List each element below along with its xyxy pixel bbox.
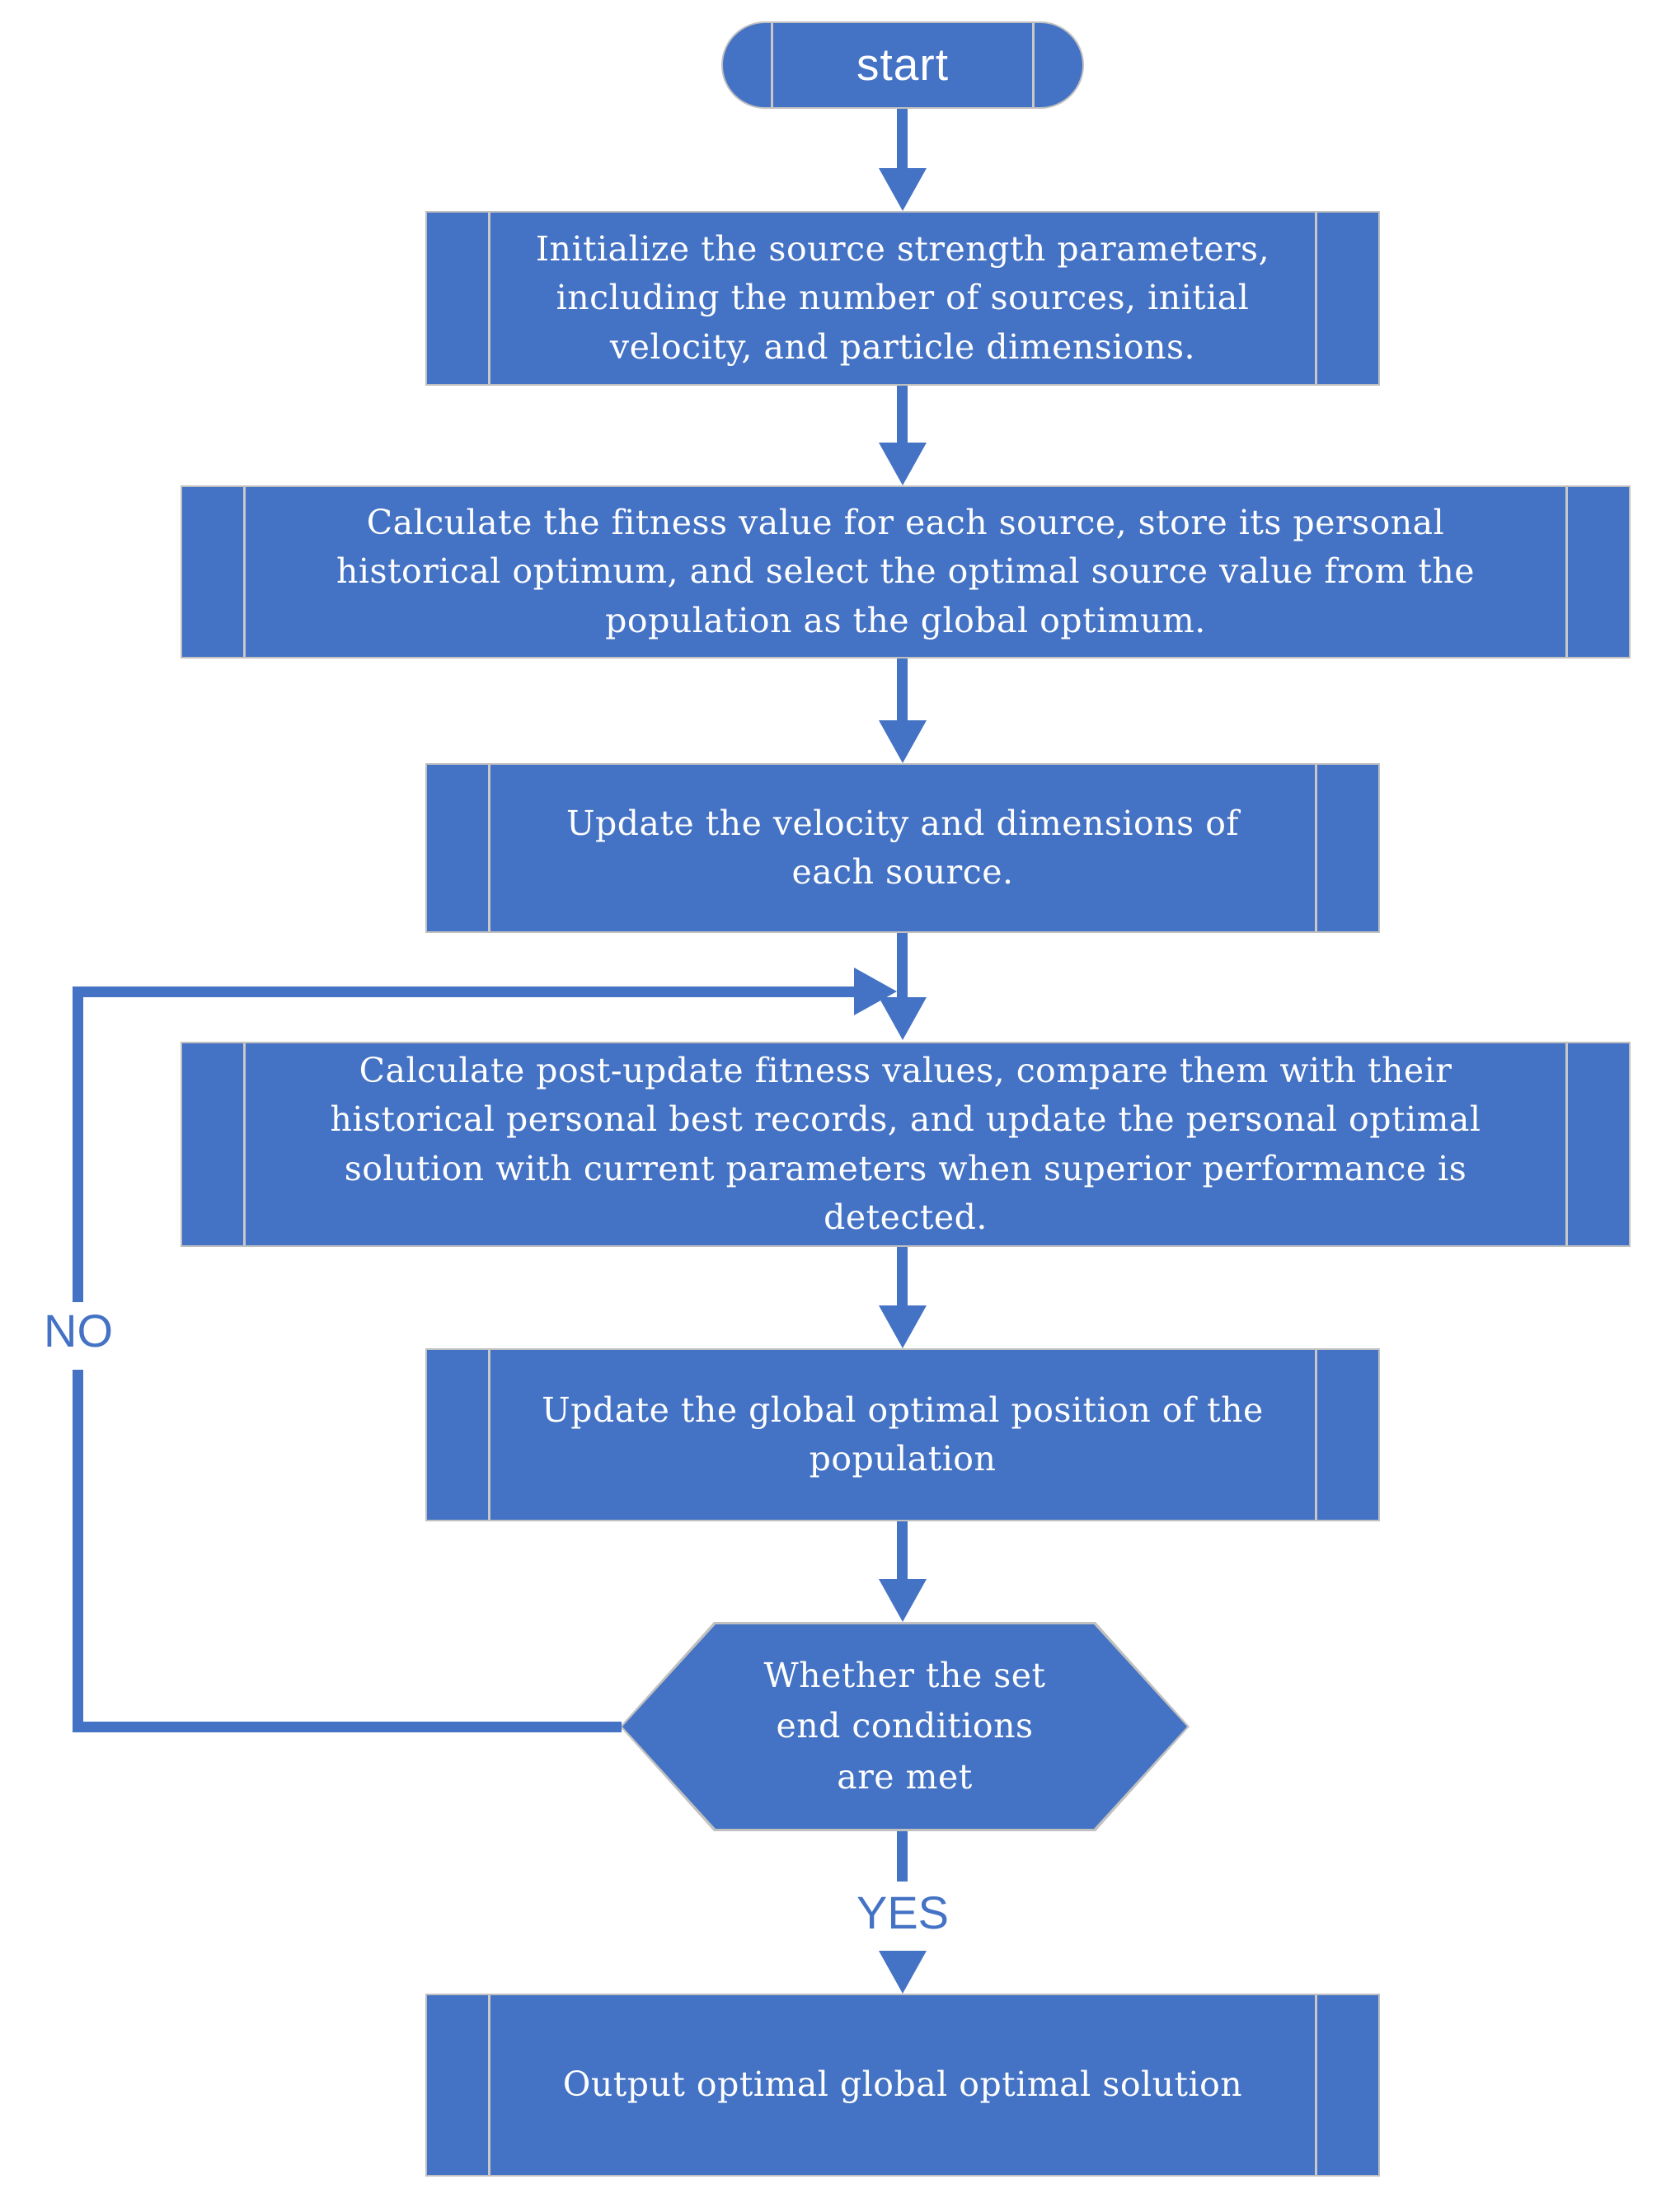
no-label: NO <box>16 1304 140 1357</box>
arrowhead-yes-output <box>879 1951 927 1994</box>
arrowhead-init-fitness <box>879 443 927 485</box>
connector-yes-branch <box>897 1831 908 1882</box>
no-loop-bottom-line <box>77 1722 622 1732</box>
node-decision-text: Whether the set end conditions are met <box>763 1655 1046 1797</box>
node-initialize-text: Initialize the source strength parameter… <box>535 229 1270 367</box>
node-update-velocity-text: Update the velocity and dimensions of ea… <box>566 803 1240 892</box>
connector-fitness-velocity <box>897 658 908 724</box>
node-update-velocity: Update the velocity and dimensions of ea… <box>425 763 1380 933</box>
node-output: Output optimal global optimal solution <box>425 1994 1380 2177</box>
no-loop-left-line-lower <box>73 1370 83 1732</box>
connector-velocity-postupdate <box>897 933 908 999</box>
yes-label: YES <box>837 1886 969 1939</box>
node-initialize: Initialize the source strength parameter… <box>425 211 1380 386</box>
node-post-update-text: Calculate post-update fitness values, co… <box>330 1051 1481 1237</box>
arrowhead-fitness-velocity <box>879 720 927 763</box>
arrowhead-start-init <box>879 168 927 211</box>
connector-postupdate-global <box>897 1247 908 1307</box>
connector-global-decision <box>897 1521 908 1581</box>
node-decision: Whether the set end conditions are met <box>620 1622 1190 1831</box>
connector-start-init <box>897 109 908 171</box>
arrowhead-global-decision <box>879 1579 927 1622</box>
no-loop-left-line-upper <box>73 986 83 1302</box>
node-fitness: Calculate the fitness value for each sou… <box>181 485 1631 658</box>
node-post-update: Calculate post-update fitness values, co… <box>181 1042 1631 1247</box>
node-decision-inner: Whether the set end conditions are met <box>622 1624 1187 1829</box>
node-start: start <box>721 21 1084 109</box>
node-update-global: Update the global optimal position of th… <box>425 1348 1380 1521</box>
arrowhead-postupdate-global <box>879 1305 927 1348</box>
node-output-text: Output optimal global optimal solution <box>562 2064 1243 2105</box>
node-start-label: start <box>856 39 949 91</box>
no-loop-return-line <box>77 986 856 997</box>
node-fitness-text: Calculate the fitness value for each sou… <box>336 503 1476 640</box>
arrowhead-velocity-postupdate <box>879 997 927 1040</box>
node-update-global-text: Update the global optimal position of th… <box>542 1390 1264 1479</box>
connector-init-fitness <box>897 386 908 446</box>
